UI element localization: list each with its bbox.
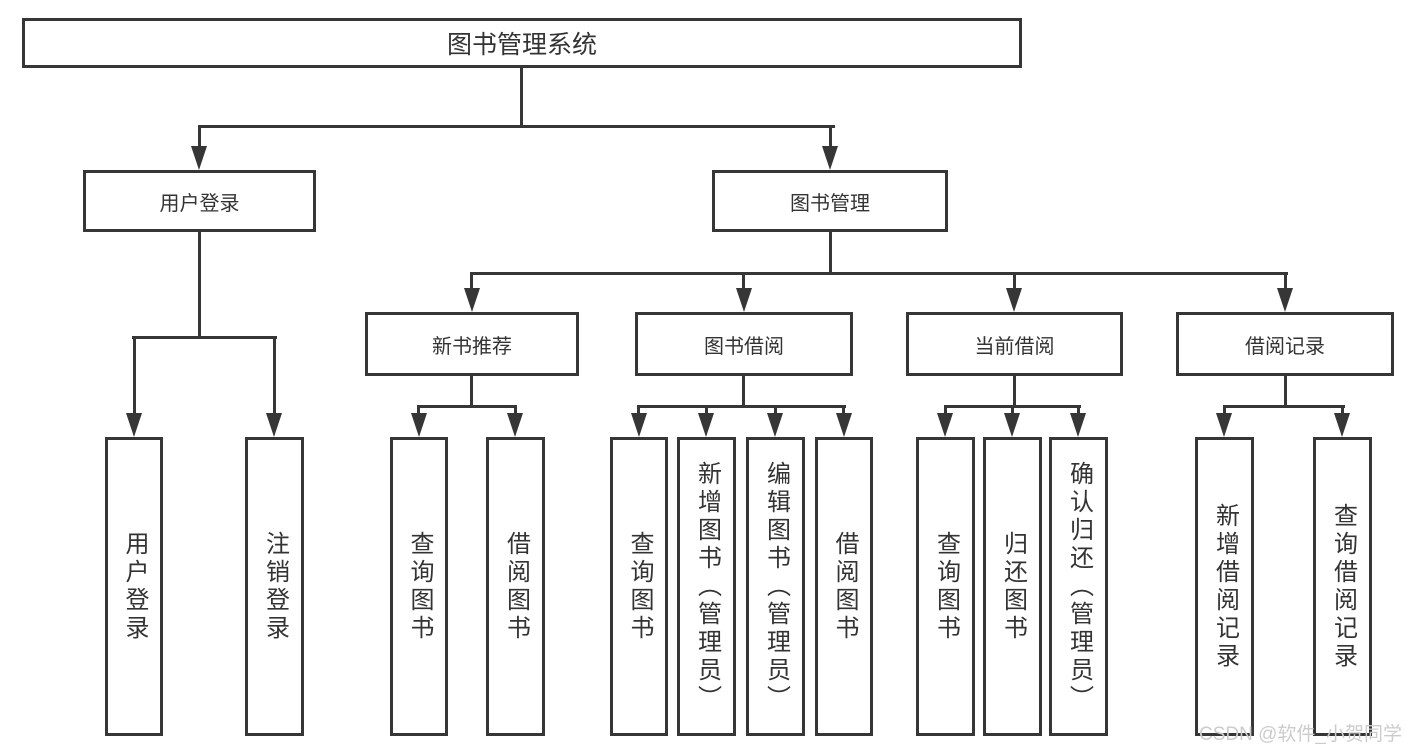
leaf-query-borrow-record: 查询借阅记录 [1313,437,1372,736]
node-label: 借阅图书 [831,530,858,643]
connector-line [1284,272,1287,291]
arrow-down-icon [1070,413,1086,437]
leaf-add-books-admin: 新增图书（管理员） [677,437,736,736]
connector-line [1223,405,1345,408]
connector-line [637,405,846,408]
arrow-down-icon [191,146,207,170]
arrow-down-icon [631,413,647,437]
connector-line [198,125,835,128]
node-label: 确认归还（管理员） [1065,460,1093,713]
csdn-watermark: CSDN @软件_小贺同学 [1199,724,1402,745]
connector-line [198,125,201,149]
node-label: 借阅图书 [502,530,530,643]
arrow-down-icon [937,413,953,437]
node-new-book-recommendation: 新书推荐 [365,312,579,376]
node-label: 注销登录 [261,530,289,643]
connector-line [1011,405,1014,416]
node-label: 当前借阅 [974,335,1055,358]
arrow-down-icon [1277,288,1293,312]
connector-line [470,272,473,291]
node-label: 图书管理 [790,192,870,215]
connector-line [417,405,420,416]
node-label: 图书借阅 [704,335,784,358]
arrow-down-icon [822,146,838,170]
node-label: 归还图书 [999,530,1027,643]
leaf-query-books: 查询图书 [916,437,975,736]
connector-line [1341,405,1344,416]
arrow-down-icon [836,413,852,437]
leaf-user-login: 用户登录 [105,437,163,736]
node-book-borrowing: 图书借阅 [635,312,853,376]
arrow-down-icon [767,413,783,437]
arrow-down-icon [1216,413,1232,437]
node-label: 用户登录 [159,192,240,215]
connector-line [842,405,845,416]
connector-line [417,405,517,408]
node-user-login: 用户登录 [83,170,316,232]
node-label: 借阅记录 [1245,335,1325,358]
connector-line [1223,405,1226,416]
connector-line [1013,272,1016,291]
connector-line [829,125,832,149]
connector-line [742,272,745,291]
node-label: 查询借阅记录 [1329,502,1357,671]
node-label: 查询图书 [626,530,653,643]
leaf-logout: 注销登录 [245,437,304,736]
connector-line [774,405,777,416]
leaf-query-books: 查询图书 [610,437,668,736]
connector-line [132,336,277,339]
node-label: 查询图书 [932,530,960,643]
leaf-edit-books-admin: 编辑图书（管理员） [746,437,805,736]
connector-line [198,232,201,338]
arrow-down-icon [698,413,714,437]
node-label: 新增借阅记录 [1211,502,1239,671]
connector-line [1077,405,1080,416]
node-label: 用户登录 [121,530,148,643]
arrow-down-icon [266,413,282,437]
leaf-return-books: 归还图书 [983,437,1042,736]
connector-line [1013,376,1016,407]
arrow-down-icon [736,288,752,312]
arrow-down-icon [126,413,142,437]
node-label: 新书推荐 [432,335,512,358]
arrow-down-icon [464,288,480,312]
connector-line [1284,376,1287,407]
node-book-management: 图书管理 [712,170,948,232]
connector-line [470,376,473,407]
node-label: 图书管理系统 [446,31,597,59]
arrow-down-icon [507,413,523,437]
connector-line [742,376,745,407]
node-label: 查询图书 [406,530,433,643]
leaf-borrow-books: 借阅图书 [815,437,873,736]
connector-line [520,68,523,128]
node-label: 编辑图书（管理员） [762,460,790,713]
connector-line [273,336,276,415]
node-label: 新增图书（管理员） [693,460,721,713]
connector-line [471,272,1288,275]
leaf-add-borrow-record: 新增借阅记录 [1195,437,1254,736]
leaf-query-books: 查询图书 [390,437,448,736]
connector-line [829,232,832,274]
leaf-borrow-books: 借阅图书 [486,437,545,736]
connector-line [133,336,136,415]
connector-line [944,405,947,416]
arrow-down-icon [1334,413,1350,437]
arrow-down-icon [1006,288,1022,312]
connector-line [514,405,517,416]
node-current-borrowing: 当前借阅 [906,312,1123,376]
arrow-down-icon [411,413,427,437]
connector-line [637,405,640,416]
connector-line [705,405,708,416]
node-borrowing-records: 借阅记录 [1176,312,1394,376]
leaf-confirm-return-admin: 确认归还（管理员） [1049,437,1108,736]
node-root-library-system: 图书管理系统 [22,18,1022,68]
arrow-down-icon [1004,413,1020,437]
